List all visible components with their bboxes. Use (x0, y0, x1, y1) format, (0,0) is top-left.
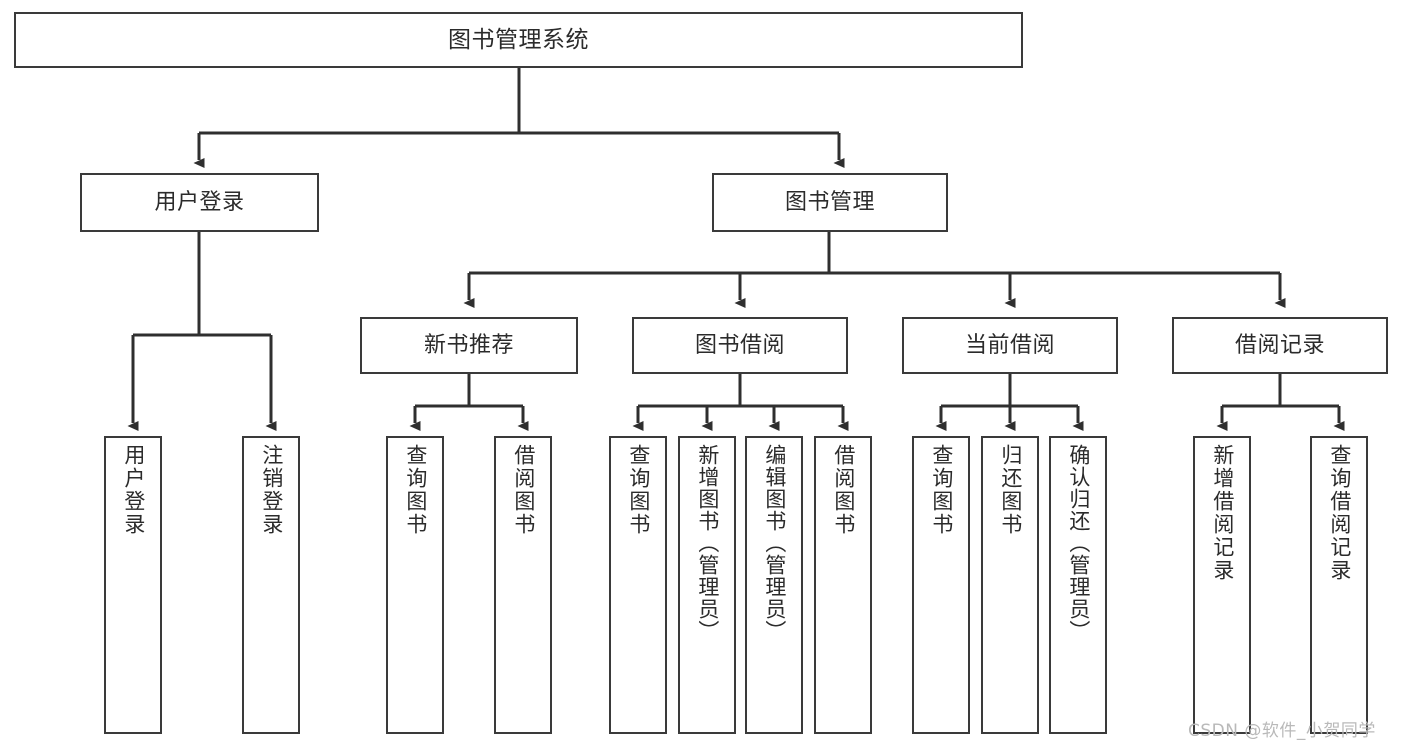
node-label: 新增图书（管理员） (695, 444, 720, 642)
watermark-csdn: CSDN @软件_小贺同学 (1188, 721, 1376, 741)
node-label: 编辑图书（管理员） (762, 444, 787, 642)
node-label: 新书推荐 (423, 332, 514, 358)
node-label: 当前借阅 (964, 332, 1055, 358)
node-label: 查询图书 (626, 444, 651, 536)
node-label: 借阅图书 (511, 444, 536, 536)
leaf-query-books-borrow[interactable]: 查询图书 (609, 436, 667, 734)
node-label: 借阅记录 (1234, 332, 1325, 358)
node-label: 借阅图书 (831, 444, 856, 536)
node-book-management[interactable]: 图书管理 (712, 173, 948, 232)
leaf-add-book-admin[interactable]: 新增图书（管理员） (678, 436, 736, 734)
leaf-query-books-current[interactable]: 查询图书 (912, 436, 970, 734)
node-label: 查询图书 (403, 444, 428, 536)
leaf-logout[interactable]: 注销登录 (242, 436, 300, 734)
leaf-borrow-books[interactable]: 借阅图书 (814, 436, 872, 734)
node-label: 注销登录 (259, 444, 284, 536)
leaf-query-borrow-record[interactable]: 查询借阅记录 (1310, 436, 1368, 734)
node-label: 用户登录 (154, 189, 245, 215)
leaf-borrow-books-new[interactable]: 借阅图书 (494, 436, 552, 734)
node-label: 用户登录 (121, 444, 146, 536)
leaf-confirm-return-admin[interactable]: 确认归还（管理员） (1049, 436, 1107, 734)
node-root-book-management-system[interactable]: 图书管理系统 (14, 12, 1023, 68)
node-user-login[interactable]: 用户登录 (80, 173, 319, 232)
node-label: 查询借阅记录 (1327, 444, 1352, 582)
node-label: 图书管理系统 (448, 26, 589, 53)
node-borrowing-records[interactable]: 借阅记录 (1172, 317, 1388, 374)
leaf-return-books[interactable]: 归还图书 (981, 436, 1039, 734)
leaf-user-login[interactable]: 用户登录 (104, 436, 162, 734)
node-label: 确认归还（管理员） (1066, 444, 1091, 642)
leaf-query-books-new[interactable]: 查询图书 (386, 436, 444, 734)
node-book-borrowing[interactable]: 图书借阅 (632, 317, 848, 374)
leaf-edit-book-admin[interactable]: 编辑图书（管理员） (745, 436, 803, 734)
leaf-add-borrow-record[interactable]: 新增借阅记录 (1193, 436, 1251, 734)
node-label: 查询图书 (929, 444, 954, 536)
node-new-book-recommendation[interactable]: 新书推荐 (360, 317, 578, 374)
node-label: 新增借阅记录 (1210, 444, 1235, 582)
node-label: 归还图书 (998, 444, 1023, 536)
node-label: 图书借阅 (694, 332, 785, 358)
node-label: 图书管理 (784, 189, 875, 215)
node-current-borrowing[interactable]: 当前借阅 (902, 317, 1118, 374)
